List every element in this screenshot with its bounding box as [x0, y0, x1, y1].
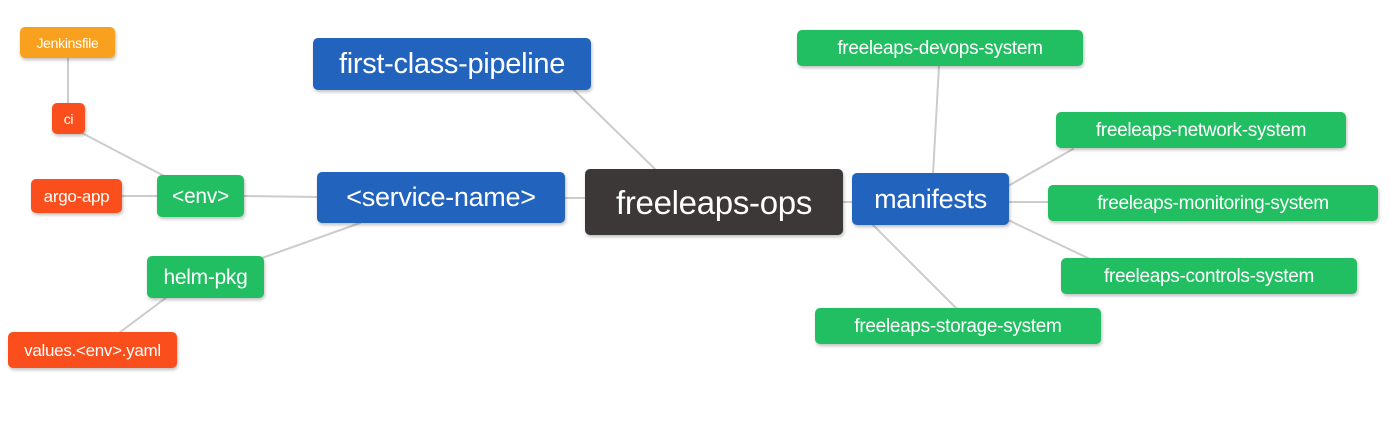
edge-helm-pkg-service-name: [261, 222, 361, 259]
edge-ci-env: [79, 131, 169, 179]
node-manifests[interactable]: manifests: [852, 173, 1009, 225]
node-freeleaps-controls-system[interactable]: freeleaps-controls-system: [1061, 258, 1357, 294]
node-helm-pkg[interactable]: helm-pkg: [147, 256, 264, 298]
edge-manifests-devops-system: [932, 65, 940, 175]
node-ci[interactable]: ci: [52, 103, 85, 134]
node-values-env-yaml[interactable]: values.<env>.yaml: [8, 332, 177, 368]
edge-values-helm-pkg: [118, 296, 168, 334]
node-freeleaps-ops[interactable]: freeleaps-ops: [585, 169, 843, 235]
node-env[interactable]: <env>: [157, 175, 244, 217]
node-first-class-pipeline[interactable]: first-class-pipeline: [313, 38, 591, 90]
node-argo-app[interactable]: argo-app: [31, 179, 122, 213]
node-freeleaps-monitoring-system[interactable]: freeleaps-monitoring-system: [1048, 185, 1378, 221]
node-freeleaps-network-system[interactable]: freeleaps-network-system: [1056, 112, 1346, 148]
edge-manifests-network-system: [1007, 148, 1074, 187]
edge-env-service-name: [242, 195, 319, 198]
node-service-name[interactable]: <service-name>: [317, 172, 565, 223]
node-freeleaps-devops-system[interactable]: freeleaps-devops-system: [797, 30, 1083, 66]
node-jenkinsfile[interactable]: Jenkinsfile: [20, 27, 115, 58]
node-freeleaps-storage-system[interactable]: freeleaps-storage-system: [815, 308, 1101, 344]
edge-manifests-controls-system: [1007, 219, 1093, 261]
edge-manifests-storage-system: [871, 223, 958, 310]
edge-first-class-pipeline-root: [573, 89, 657, 171]
